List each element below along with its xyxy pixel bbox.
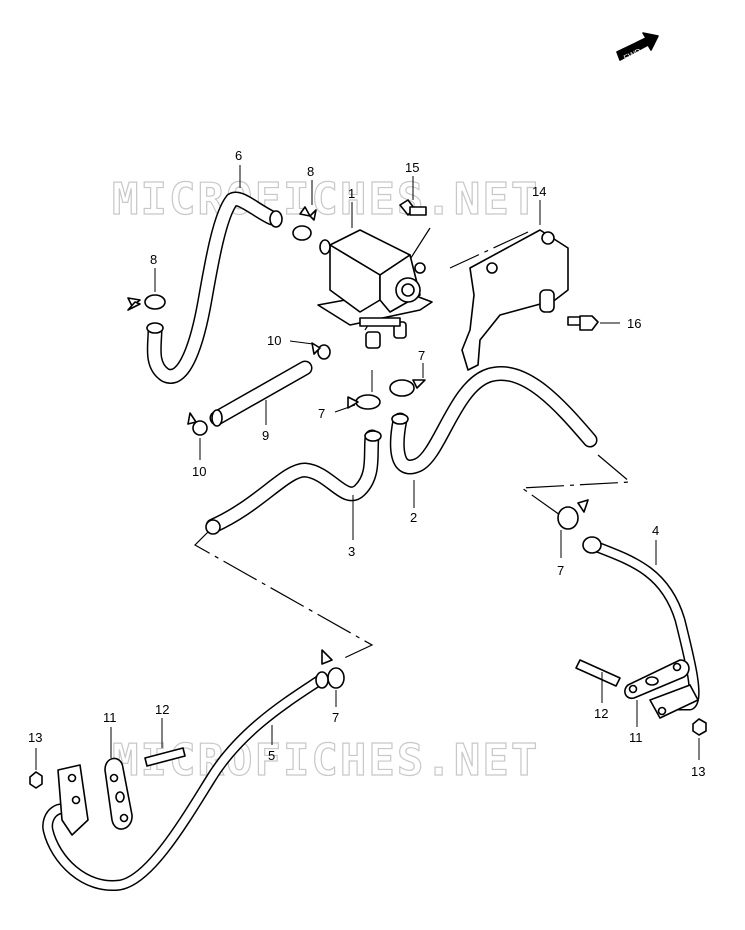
alignment-line-3	[520, 454, 632, 516]
nut-part-13-left	[29, 771, 43, 789]
pipe-part-4	[582, 536, 700, 719]
callout-8-top: 8	[307, 164, 314, 179]
stud-part-12-right	[575, 659, 621, 687]
bracket-part-14	[461, 229, 569, 371]
callout-7-a: 7	[318, 406, 325, 421]
clamp-part-8-top	[292, 206, 317, 241]
callout-7-b: 7	[418, 348, 425, 363]
nut-part-13-right	[692, 718, 707, 736]
callout-11-right: 11	[629, 730, 643, 745]
clamp-part-8-left	[127, 294, 166, 311]
callout-16: 16	[627, 316, 641, 331]
bolt-part-15	[399, 199, 427, 216]
watermark-bottom: MICROFICHES.NET	[112, 735, 539, 786]
callout-9: 9	[262, 428, 269, 443]
clamp-part-7-c	[557, 499, 589, 530]
hose-part-3	[205, 429, 382, 535]
callout-6: 6	[235, 148, 242, 163]
clamp-part-7-d	[321, 649, 345, 689]
watermark-top: MICROFICHES.NET	[112, 174, 539, 225]
callout-15: 15	[405, 160, 419, 175]
callout-2: 2	[410, 510, 417, 525]
gasket-part-11-right	[624, 659, 690, 700]
callout-11-left: 11	[103, 710, 117, 725]
alignment-line-2	[449, 231, 529, 269]
leader-10a	[289, 340, 314, 345]
fwd-arrow-icon: FWD	[616, 32, 659, 63]
callout-13-left: 13	[28, 730, 42, 745]
callout-1: 1	[348, 186, 355, 201]
bolt-part-16	[567, 315, 599, 331]
callout-5: 5	[268, 748, 275, 763]
hose-part-2	[389, 366, 598, 475]
stud-part-12-left	[144, 747, 186, 767]
callout-14: 14	[532, 184, 546, 199]
clamp-part-7-a	[347, 394, 381, 410]
callout-13-right: 13	[691, 764, 705, 779]
callout-4: 4	[652, 523, 659, 538]
leader-7a	[334, 404, 356, 413]
callout-7-d: 7	[332, 710, 339, 725]
callout-12-right: 12	[594, 706, 608, 721]
callout-12-left: 12	[155, 702, 169, 717]
callout-10-top: 10	[267, 333, 281, 348]
callout-3: 3	[348, 544, 355, 559]
clamp-part-10-left	[187, 412, 208, 436]
callout-7-c: 7	[557, 563, 564, 578]
hose-part-6	[146, 191, 283, 384]
pipe-part-5	[42, 671, 329, 892]
clamp-part-10-top	[311, 342, 331, 360]
callout-10-left: 10	[192, 464, 206, 479]
clamp-part-7-b	[389, 379, 426, 397]
callout-8-left: 8	[150, 252, 157, 267]
gasket-part-11-left	[104, 757, 133, 830]
tube-part-9	[209, 360, 313, 427]
valve-part-1	[317, 229, 433, 349]
alignment-line-4	[194, 529, 374, 661]
